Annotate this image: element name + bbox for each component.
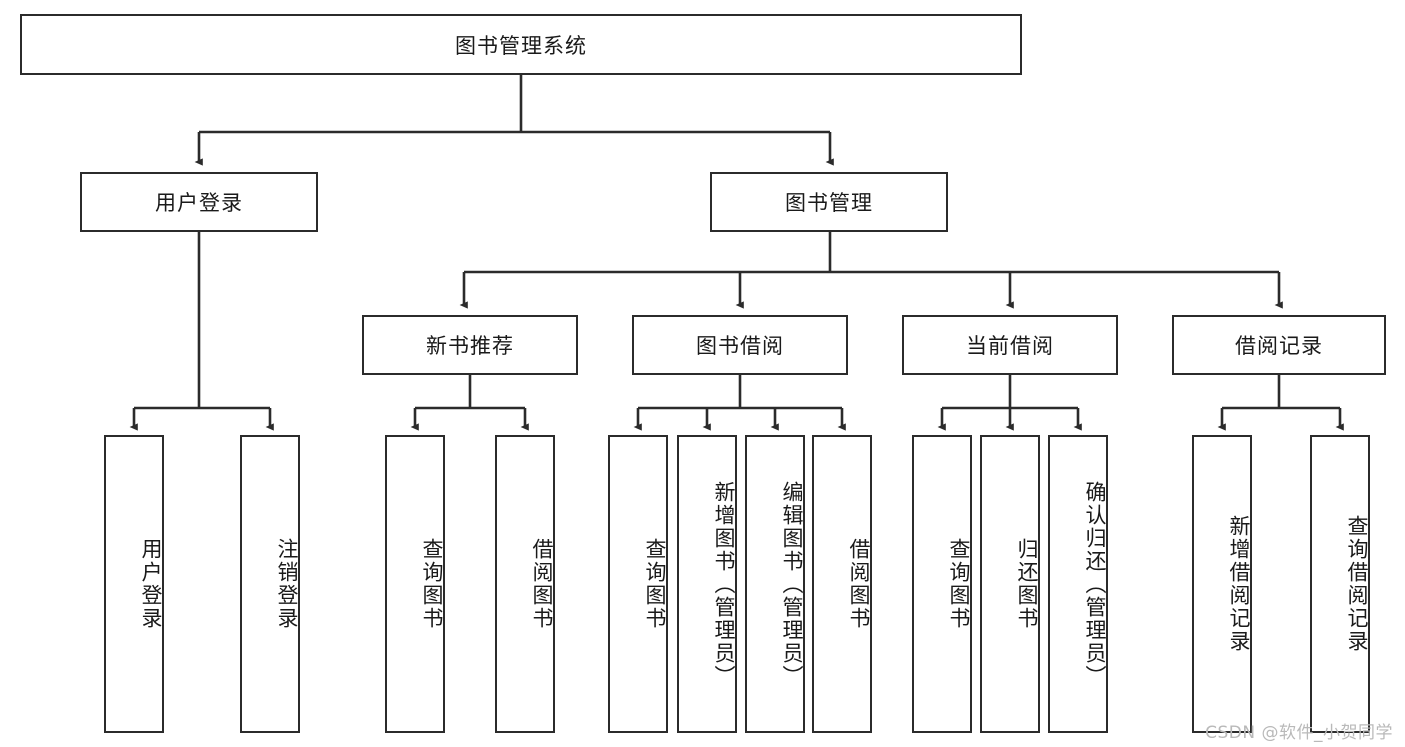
node-label: 查询图书: [643, 538, 667, 630]
node-label: 借阅记录: [1235, 334, 1323, 358]
node-label: 图书管理: [785, 191, 873, 215]
leaf-borrow-record-add[interactable]: 新增借阅记录: [1192, 435, 1252, 733]
leaf-current-borrow-confirm-return[interactable]: 确认归还（管理员）: [1048, 435, 1108, 733]
node-label: 新书推荐: [426, 334, 514, 358]
leaf-book-borrow-add[interactable]: 新增图书（管理员）: [677, 435, 737, 733]
node-user-login[interactable]: 用户登录: [80, 172, 318, 232]
node-label: 当前借阅: [966, 334, 1054, 358]
node-label: 新增借阅记录: [1227, 515, 1251, 653]
node-book-management[interactable]: 图书管理: [710, 172, 948, 232]
leaf-new-book-borrow[interactable]: 借阅图书: [495, 435, 555, 733]
node-label: 确认归还（管理员）: [1083, 480, 1107, 688]
node-label: 借阅图书: [530, 538, 554, 630]
node-label: 查询图书: [947, 538, 971, 630]
leaf-new-book-query[interactable]: 查询图书: [385, 435, 445, 733]
node-current-borrow[interactable]: 当前借阅: [902, 315, 1118, 375]
node-label: 图书借阅: [696, 334, 784, 358]
node-borrow-record[interactable]: 借阅记录: [1172, 315, 1386, 375]
node-label: 图书管理系统: [455, 33, 587, 58]
node-label: 用户登录: [139, 538, 163, 630]
leaf-user-login-signin[interactable]: 用户登录: [104, 435, 164, 733]
node-label: 查询图书: [420, 538, 444, 630]
node-label: 编辑图书（管理员）: [780, 480, 804, 688]
node-label: 归还图书: [1015, 538, 1039, 630]
leaf-book-borrow-edit[interactable]: 编辑图书（管理员）: [745, 435, 805, 733]
leaf-current-borrow-query[interactable]: 查询图书: [912, 435, 972, 733]
node-label: 借阅图书: [847, 538, 871, 630]
node-label: 注销登录: [275, 538, 299, 630]
leaf-borrow-record-query[interactable]: 查询借阅记录: [1310, 435, 1370, 733]
watermark: CSDN @软件_小贺同学: [1205, 723, 1393, 743]
node-label: 新增图书（管理员）: [712, 480, 736, 688]
node-new-book-recommend[interactable]: 新书推荐: [362, 315, 578, 375]
leaf-book-borrow-query[interactable]: 查询图书: [608, 435, 668, 733]
node-root-system[interactable]: 图书管理系统: [20, 14, 1022, 75]
node-label: 用户登录: [155, 191, 243, 215]
leaf-current-borrow-return[interactable]: 归还图书: [980, 435, 1040, 733]
node-book-borrow[interactable]: 图书借阅: [632, 315, 848, 375]
node-label: 查询借阅记录: [1345, 515, 1369, 653]
leaf-user-login-signout[interactable]: 注销登录: [240, 435, 300, 733]
leaf-book-borrow-lend[interactable]: 借阅图书: [812, 435, 872, 733]
